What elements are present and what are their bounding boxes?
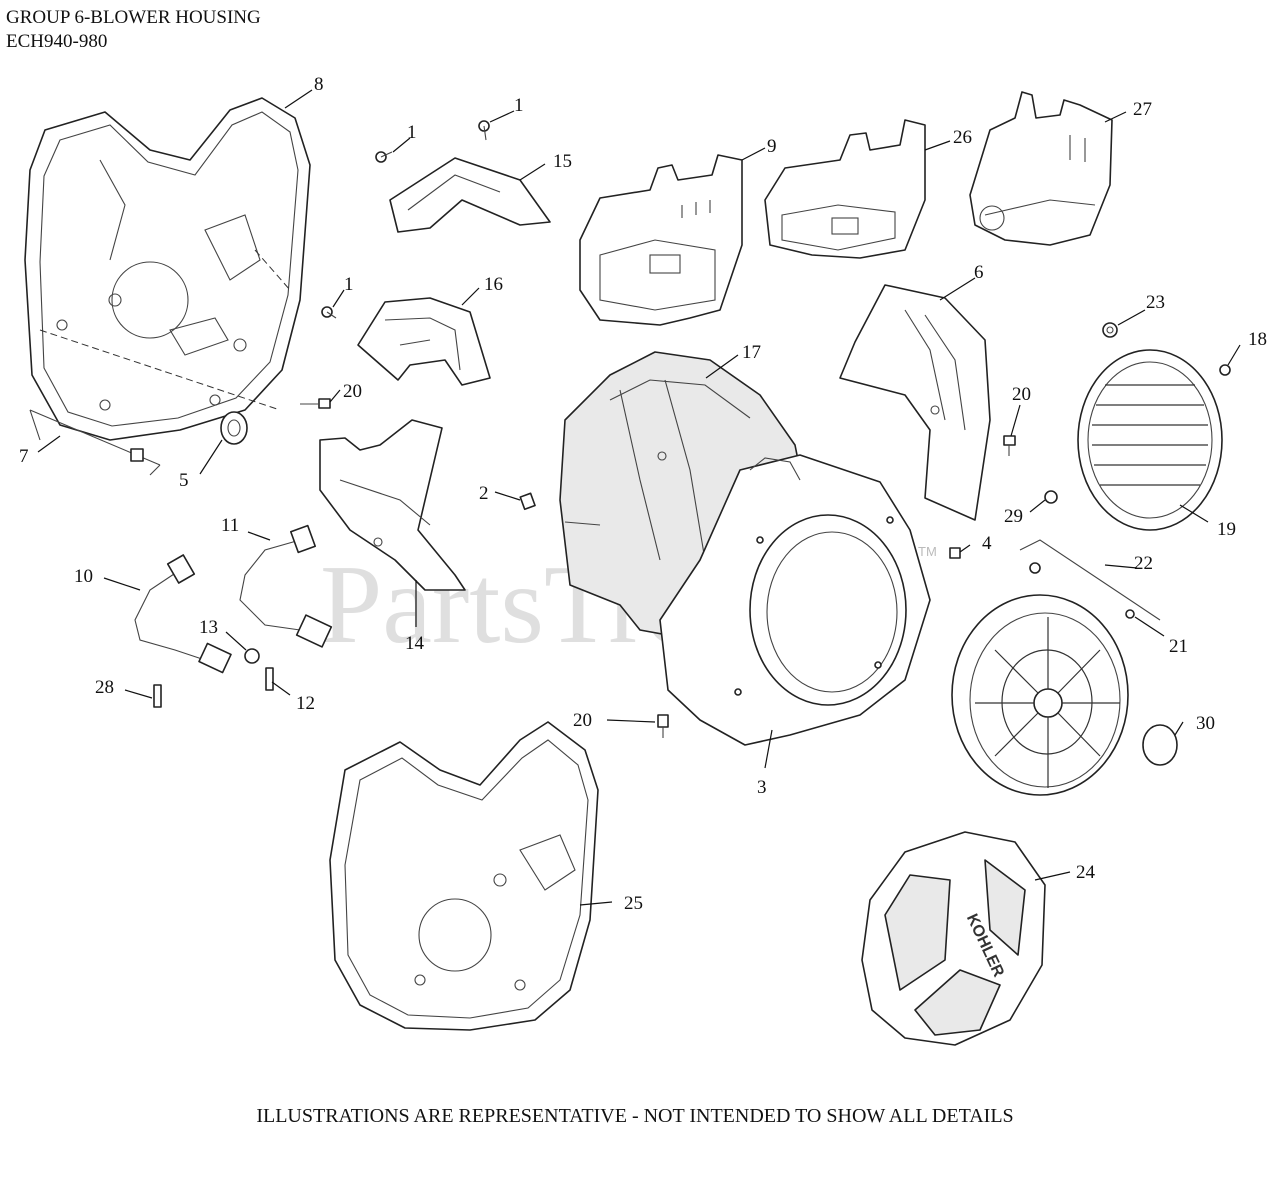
part-13-clamp[interactable]: [244, 648, 260, 664]
part-4-screw[interactable]: [949, 547, 961, 559]
part-16-baffle[interactable]: [357, 297, 491, 386]
callout-1-c: 1: [344, 274, 354, 295]
part-20-screw-a[interactable]: [300, 398, 331, 409]
callout-28: 28: [95, 677, 114, 698]
part-2-clip[interactable]: [519, 492, 536, 511]
part-30-cap[interactable]: [1142, 724, 1178, 766]
callout-25: 25: [624, 893, 643, 914]
callout-15: 15: [553, 151, 572, 172]
callout-7: 7: [19, 446, 29, 467]
callout-30: 30: [1196, 713, 1215, 734]
callout-24: 24: [1076, 862, 1096, 883]
part-5-grommet[interactable]: [220, 411, 248, 445]
callout-17: 17: [742, 342, 761, 363]
callout-4: 4: [982, 533, 992, 554]
callout-14: 14: [405, 633, 425, 654]
callout-12: 12: [296, 693, 315, 714]
callout-3: 3: [757, 777, 767, 798]
part-22-bracket-outline: [1019, 539, 1161, 621]
part-9-shroud[interactable]: [579, 154, 743, 326]
fan-screen[interactable]: [951, 594, 1129, 796]
callout-10: 10: [74, 566, 93, 587]
callout-5: 5: [179, 470, 189, 491]
callout-9: 9: [767, 136, 777, 157]
part-29-nut[interactable]: [1044, 490, 1058, 504]
footer-disclaimer: ILLUSTRATIONS ARE REPRESENTATIVE - NOT I…: [256, 1105, 1014, 1127]
part-24-grille-cover[interactable]: KOHLER: [861, 831, 1046, 1046]
callout-1-a: 1: [407, 122, 417, 143]
callout-18: 18: [1248, 329, 1267, 350]
callout-20-a: 20: [343, 381, 362, 402]
part-8-backplate[interactable]: [24, 97, 311, 441]
part-18-screw[interactable]: [1219, 364, 1231, 376]
leader-lines: [37, 89, 1241, 906]
title-block: GROUP 6-BLOWER HOUSING ECH940-980: [6, 6, 261, 54]
callout-23: 23: [1146, 292, 1165, 313]
callout-29: 29: [1004, 506, 1023, 527]
callouts: 8 1 1 15 9 26 27 1 16 6 23 18 17 20 20 7…: [19, 74, 1267, 914]
part-3-blower-housing[interactable]: [659, 454, 931, 746]
part-12-screw[interactable]: [265, 667, 274, 691]
part-20-screw-b[interactable]: [1003, 435, 1016, 456]
callout-26: 26: [953, 127, 972, 148]
callout-11: 11: [221, 515, 239, 536]
callout-1-b: 1: [514, 95, 524, 116]
callout-20-b: 20: [1012, 384, 1031, 405]
callout-19: 19: [1217, 519, 1236, 540]
part-28-screw[interactable]: [153, 684, 162, 708]
part-23-nut[interactable]: [1102, 322, 1118, 338]
part-22-clip[interactable]: [1029, 562, 1041, 574]
callout-13: 13: [199, 617, 218, 638]
part-1-screw-a[interactable]: [375, 151, 393, 163]
callout-2: 2: [479, 483, 489, 504]
callout-8: 8: [314, 74, 324, 95]
part-26-shroud[interactable]: [764, 119, 926, 259]
part-27-shroud[interactable]: [969, 91, 1113, 246]
callout-16: 16: [484, 274, 503, 295]
callout-20-c: 20: [573, 710, 592, 731]
model-number: ECH940-980: [6, 31, 108, 52]
part-11-sensor-lead[interactable]: [239, 524, 333, 648]
part-1-screw-b[interactable]: [478, 120, 490, 141]
part-25-backplate[interactable]: [329, 721, 599, 1031]
diagram-title: GROUP 6-BLOWER HOUSING: [6, 7, 261, 28]
callout-22: 22: [1134, 553, 1153, 574]
callout-27: 27: [1133, 99, 1152, 120]
watermark-tm: TM: [918, 544, 937, 559]
part-20-screw-c[interactable]: [657, 714, 669, 738]
callout-21: 21: [1169, 636, 1188, 657]
part-7-bracket[interactable]: [29, 409, 161, 476]
part-14-baffle[interactable]: [319, 419, 466, 591]
part-6-side-shroud[interactable]: [839, 284, 991, 521]
callout-6: 6: [974, 262, 984, 283]
part-1-screw-c[interactable]: [321, 306, 337, 319]
part-10-sensor-lead[interactable]: [134, 554, 232, 674]
part-15-baffle[interactable]: [389, 157, 551, 233]
part-19-grille-frame[interactable]: [1077, 349, 1223, 531]
part-21-screw[interactable]: [1125, 609, 1135, 619]
